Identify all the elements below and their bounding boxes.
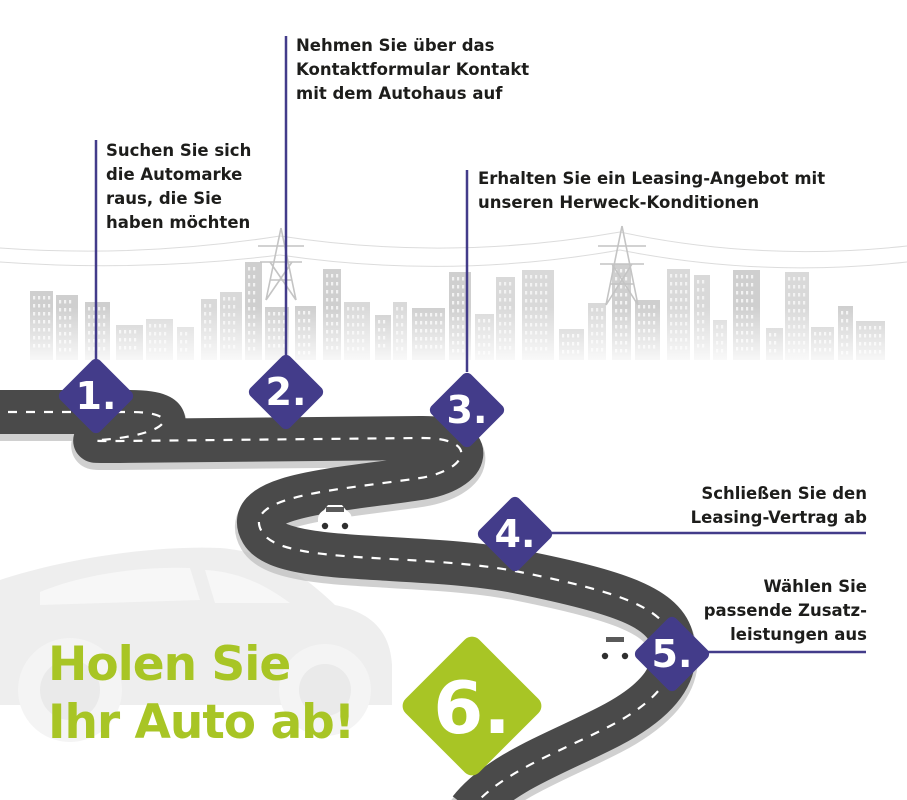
step-5-number: 5. bbox=[651, 632, 693, 676]
headline-line: Ihr Auto ab! bbox=[48, 695, 355, 750]
step-2-line: Kontaktformular Kontakt bbox=[296, 60, 530, 79]
step-5-line: Wählen Sie bbox=[763, 577, 867, 596]
step-6-number: 6. bbox=[433, 666, 511, 750]
step-1-number: 1. bbox=[75, 374, 117, 418]
step-3-line: unseren Herweck-Konditionen bbox=[478, 193, 760, 212]
step-4-badge bbox=[477, 496, 553, 572]
step-1-line: haben möchten bbox=[106, 213, 251, 232]
step-1-line: Suchen Sie sich bbox=[106, 141, 252, 160]
step-4-number: 4. bbox=[494, 512, 536, 556]
step-5-line: passende Zusatz- bbox=[703, 601, 867, 620]
step-4-line: Leasing-Vertrag ab bbox=[690, 508, 867, 527]
step-4-text: Schließen Sie den Leasing-Vertrag ab bbox=[691, 482, 867, 530]
car-icon bbox=[598, 635, 632, 660]
step-3-number: 3. bbox=[446, 388, 488, 432]
step-1-badge bbox=[58, 358, 134, 434]
car-silhouette-icon bbox=[0, 547, 392, 742]
step-3-line: Erhalten Sie ein Leasing-Angebot mit bbox=[478, 169, 826, 188]
headline-line: Holen Sie bbox=[48, 637, 291, 692]
step-1-line: raus, die Sie bbox=[106, 189, 222, 208]
step-2-text: Nehmen Sie über das Kontaktformular Kont… bbox=[296, 34, 529, 106]
step-3-text: Erhalten Sie ein Leasing-Angebot mit uns… bbox=[478, 167, 825, 215]
car-icon bbox=[318, 505, 352, 530]
step-badges bbox=[58, 354, 710, 776]
step-1-line: die Automarke bbox=[106, 165, 243, 184]
step-2-number: 2. bbox=[265, 370, 307, 414]
step-2-badge bbox=[248, 354, 324, 430]
winding-road bbox=[0, 390, 698, 800]
step-5-line: leistungen aus bbox=[730, 625, 867, 644]
skyline-fade bbox=[0, 230, 907, 370]
step-6-badge bbox=[402, 636, 542, 776]
step-1-text: Suchen Sie sich die Automarke raus, die … bbox=[106, 139, 251, 235]
step-connectors bbox=[94, 36, 866, 654]
step-5-badge bbox=[634, 616, 710, 692]
final-step-headline: Holen Sie Ihr Auto ab! bbox=[48, 636, 355, 752]
step-3-badge bbox=[429, 372, 505, 448]
step-2-line: mit dem Autohaus auf bbox=[296, 84, 503, 103]
step-5-text: Wählen Sie passende Zusatz- leistungen a… bbox=[704, 575, 867, 647]
step-2-line: Nehmen Sie über das bbox=[296, 36, 495, 55]
step-4-line: Schließen Sie den bbox=[701, 484, 867, 503]
